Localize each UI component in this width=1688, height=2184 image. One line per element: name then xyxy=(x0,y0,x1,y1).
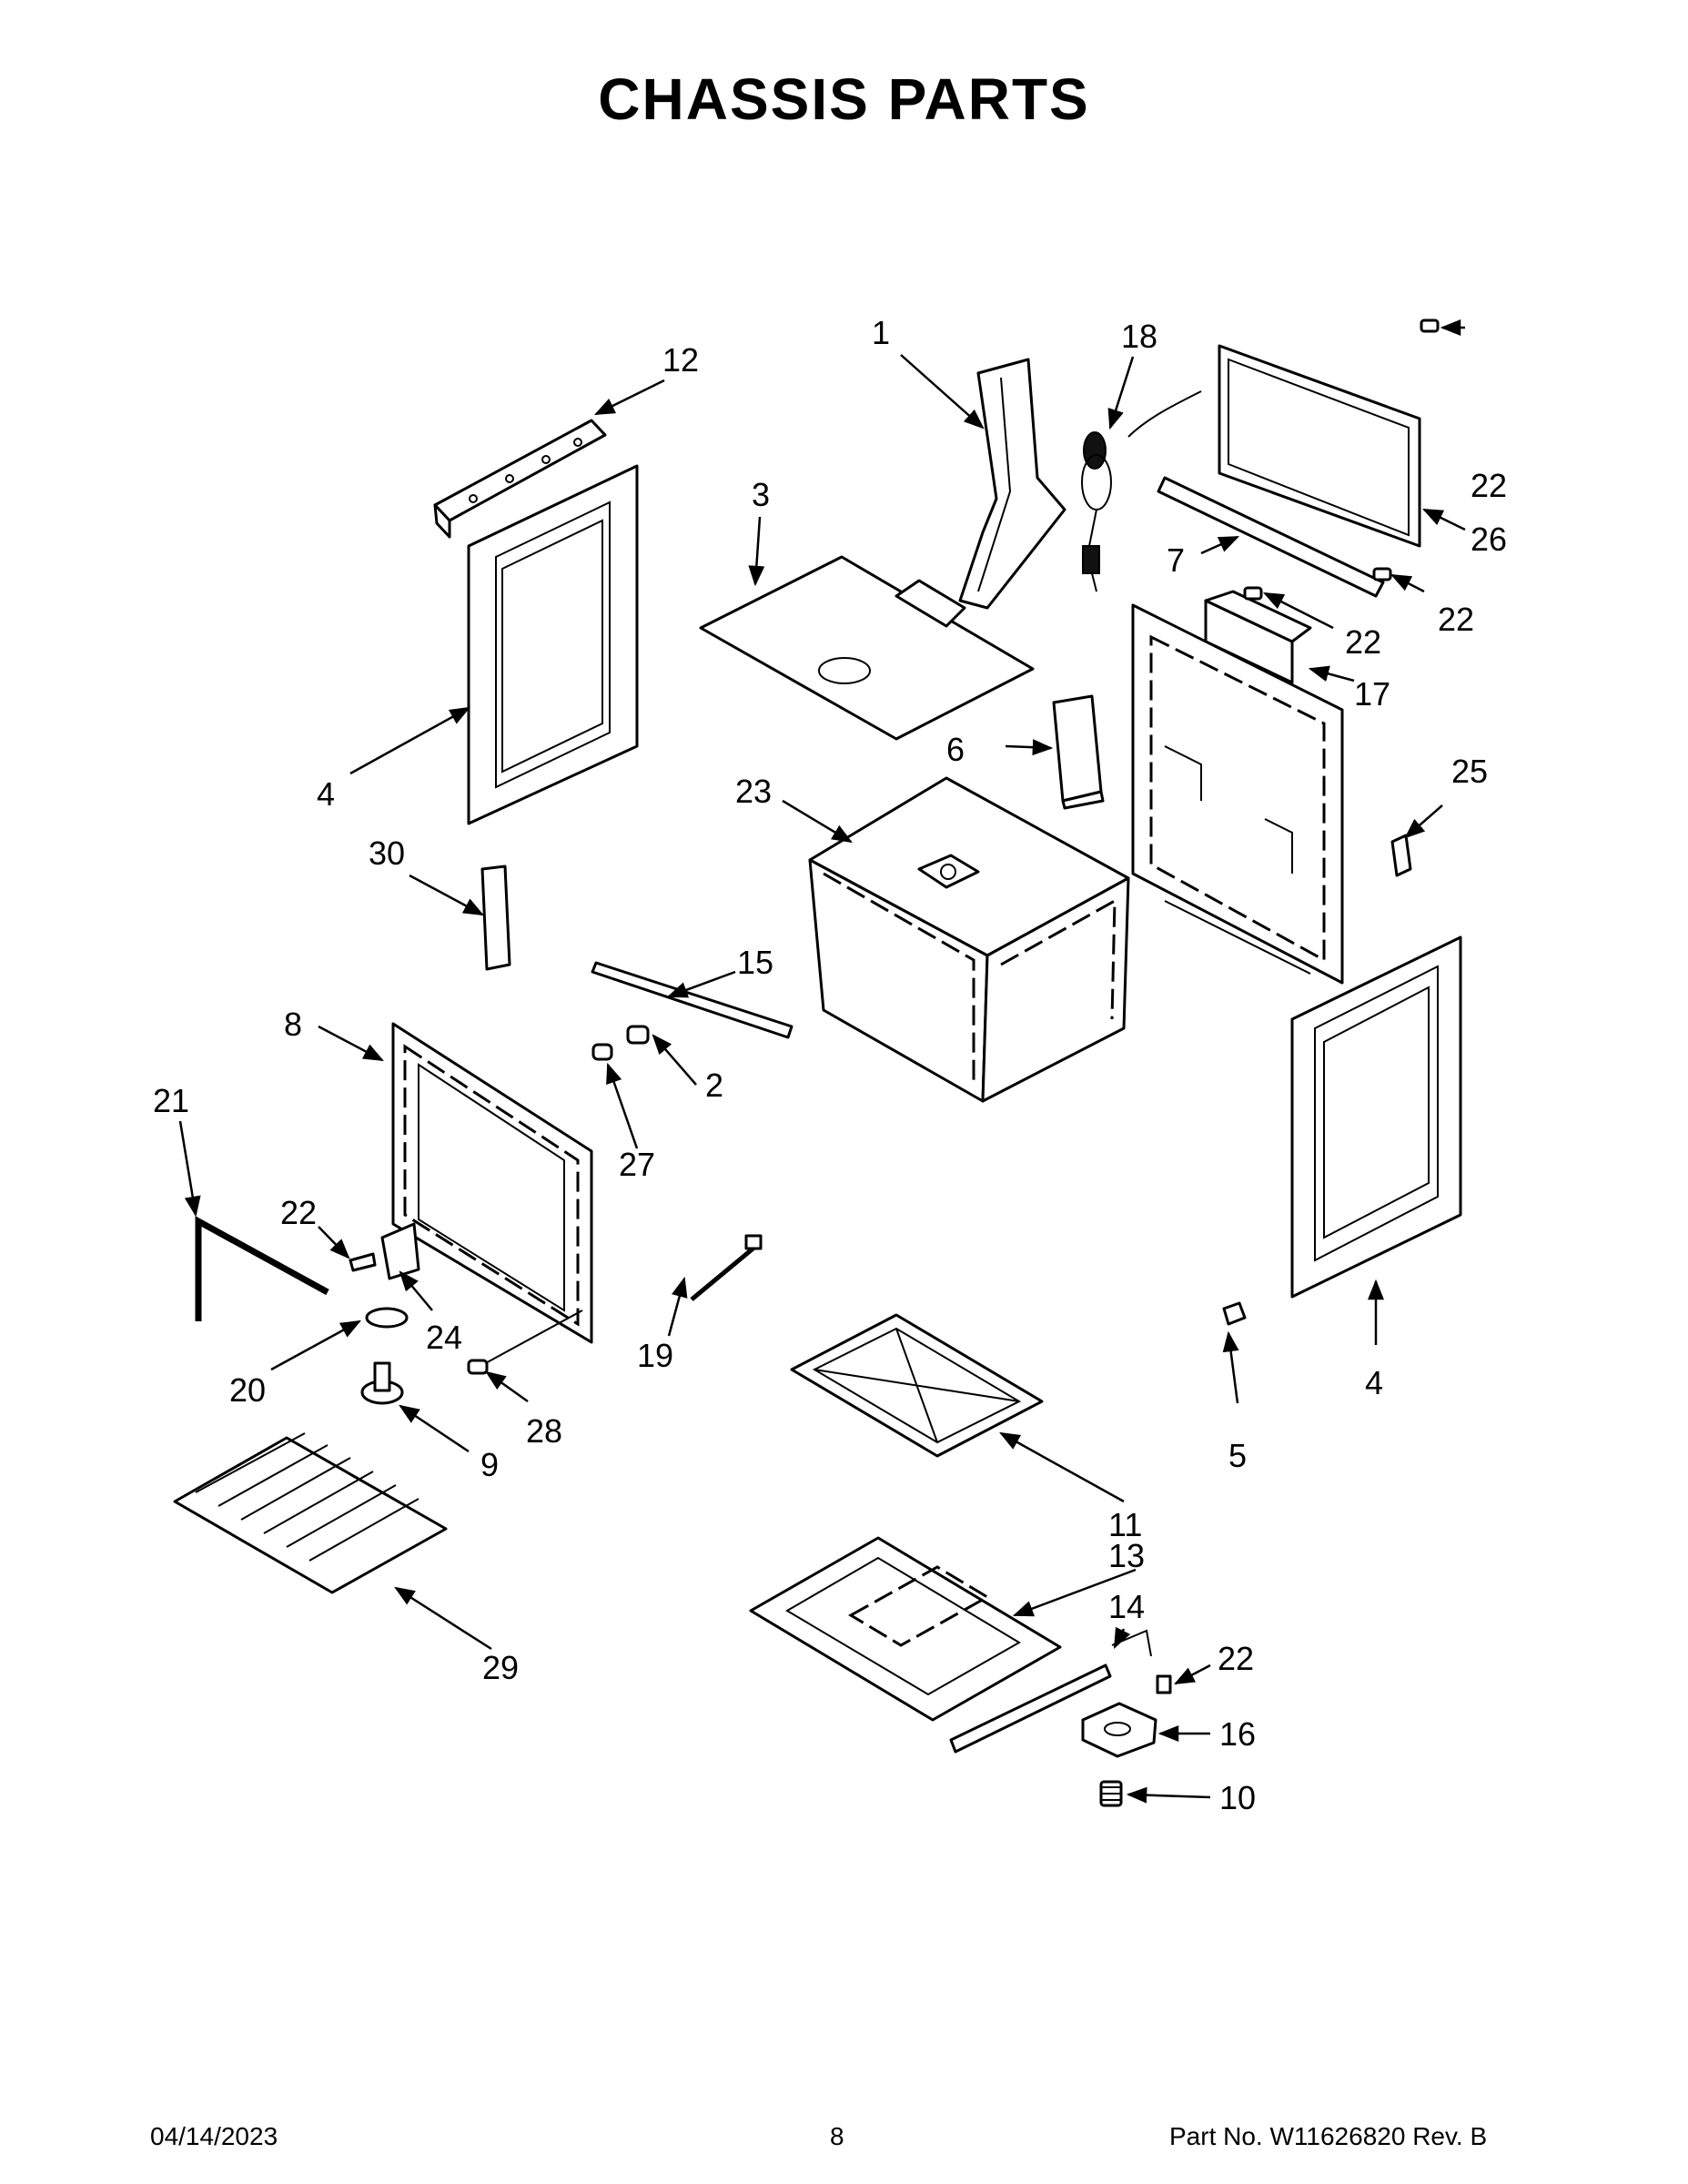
callout-7: 7 xyxy=(1167,541,1185,579)
callout-23: 23 xyxy=(735,773,772,810)
callout-22-b: 22 xyxy=(1438,601,1474,638)
callout-2: 2 xyxy=(705,1067,723,1104)
callout-22-c: 22 xyxy=(1345,623,1381,661)
part-12-bracket xyxy=(433,419,607,539)
callout-10: 10 xyxy=(1219,1779,1256,1816)
callout-6: 6 xyxy=(946,731,965,768)
part-28-screw xyxy=(467,1309,583,1375)
callout-labels: 12 1 3 18 22 26 7 22 22 17 6 4 23 25 30 … xyxy=(153,314,1507,1816)
callout-27: 27 xyxy=(619,1146,655,1183)
part-4-side-panel-left xyxy=(467,464,639,825)
callout-29: 29 xyxy=(482,1649,519,1686)
callout-25: 25 xyxy=(1451,753,1488,790)
callout-9: 9 xyxy=(480,1446,499,1483)
part-5-clip xyxy=(1222,1301,1247,1326)
callout-5: 5 xyxy=(1228,1437,1247,1474)
part-21-rod xyxy=(195,1216,329,1321)
callout-17: 17 xyxy=(1354,675,1390,713)
callout-26: 26 xyxy=(1471,521,1507,558)
callout-22-d: 22 xyxy=(280,1194,317,1231)
callout-3: 3 xyxy=(752,476,770,513)
part-22-screws xyxy=(1243,318,1440,601)
callout-16: 16 xyxy=(1219,1715,1256,1753)
part-17-bracket xyxy=(1204,590,1312,684)
part-4-side-panel-right xyxy=(1290,935,1462,1299)
part-rear-wall xyxy=(1131,603,1344,985)
callout-8: 8 xyxy=(284,1006,302,1043)
callout-24: 24 xyxy=(426,1319,462,1356)
part-23-oven-cavity xyxy=(808,776,1130,1103)
callout-14: 14 xyxy=(1108,1588,1145,1625)
callout-4-right: 4 xyxy=(1365,1364,1383,1401)
callout-11: 11 xyxy=(1108,1506,1142,1543)
callout-13: 13 xyxy=(1108,1537,1145,1574)
part-10-leveling-leg xyxy=(1099,1780,1123,1807)
part-20-ring xyxy=(365,1307,409,1329)
callout-20: 20 xyxy=(229,1371,266,1409)
part-19-sensor xyxy=(690,1234,763,1301)
part-30-block xyxy=(480,864,511,971)
part-16-bracket xyxy=(1081,1674,1172,1758)
callout-21: 21 xyxy=(153,1082,189,1119)
part-1-duct xyxy=(958,358,1066,610)
callout-18: 18 xyxy=(1121,318,1157,355)
callout-4-left: 4 xyxy=(317,775,335,813)
part-6-box xyxy=(1052,694,1105,810)
part-25-clip xyxy=(1390,834,1412,877)
page-title: CHASSIS PARTS xyxy=(598,66,1090,132)
part-13-tray xyxy=(749,1536,1062,1722)
callout-22-a: 22 xyxy=(1471,467,1507,504)
part-24-hinge xyxy=(349,1222,420,1280)
footer-part-number: Part No. W11626820 Rev. B xyxy=(1169,2122,1488,2150)
callout-1: 1 xyxy=(872,314,890,351)
callout-19: 19 xyxy=(637,1337,673,1374)
callout-30: 30 xyxy=(369,834,405,872)
footer-date: 04/14/2023 xyxy=(150,2122,278,2150)
part-11-bottom-pan xyxy=(790,1313,1044,1458)
callout-28: 28 xyxy=(526,1412,562,1450)
part-29-oven-rack xyxy=(173,1432,448,1594)
part-7-strip xyxy=(1157,476,1385,598)
part-9-foot xyxy=(360,1361,404,1405)
callout-15: 15 xyxy=(737,944,773,981)
callout-22-e: 22 xyxy=(1218,1640,1254,1677)
footer-page-number: 8 xyxy=(830,2122,844,2150)
part-15-bar xyxy=(591,961,793,1039)
leader-lines xyxy=(178,319,1466,1804)
part-3-top-plate xyxy=(699,555,1035,741)
part-8-door-frame xyxy=(391,1022,593,1344)
part-26-back-panel xyxy=(1218,344,1421,548)
part-2-27-fasteners xyxy=(591,1025,650,1061)
part-18-power-cord xyxy=(1081,390,1202,592)
callout-12: 12 xyxy=(662,341,699,379)
